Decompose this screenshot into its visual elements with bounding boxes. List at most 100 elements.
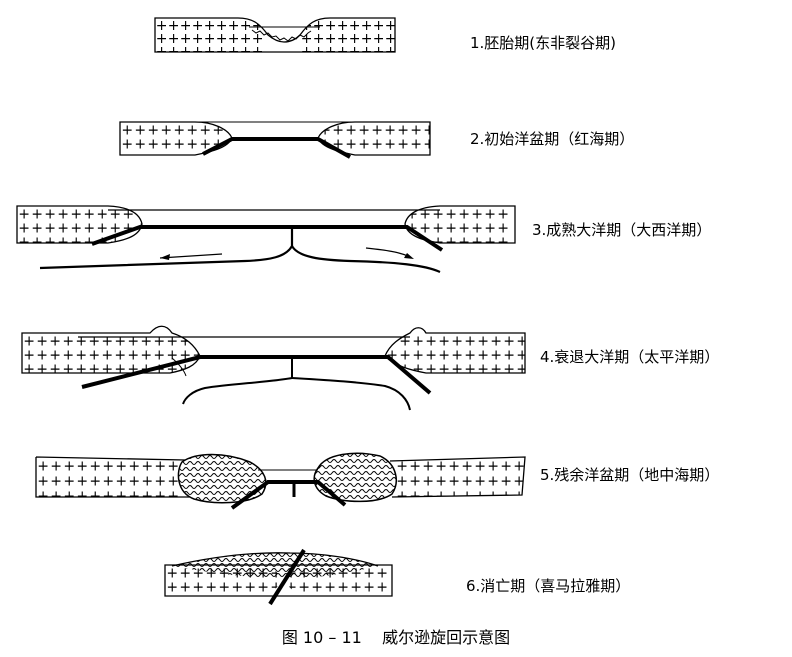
crust-plus-mark: +	[490, 334, 502, 350]
crust-plus-mark: +	[350, 580, 362, 596]
stage-2-continental-crust-left: ++++++++++++++++++	[121, 123, 232, 153]
crust-plus-mark: +	[228, 18, 240, 34]
crust-plus-mark: +	[325, 44, 337, 60]
crust-plus-mark: +	[62, 348, 74, 364]
crust-plus-mark: +	[371, 137, 383, 153]
crust-plus-mark: +	[396, 473, 408, 489]
crust-plus-mark: +	[337, 31, 349, 47]
stage-4-trench-arc	[171, 357, 187, 377]
stage-3-continental-crust-right: ++++++++++++++++++++++++	[406, 207, 509, 251]
stage-5-continental-crust-left: +++++++++++++++++++++++++++++++++	[37, 458, 179, 504]
crust-plus-mark: +	[88, 348, 100, 364]
crust-plus-mark: +	[358, 137, 370, 153]
crust-plus-mark: +	[240, 18, 252, 34]
crust-plus-mark: +	[156, 18, 168, 34]
fold-squiggle	[172, 558, 378, 562]
crust-plus-mark: +	[114, 348, 126, 364]
crust-plus-mark: +	[49, 362, 61, 378]
crust-plus-mark: +	[218, 580, 230, 596]
crust-plus-mark: +	[147, 123, 159, 139]
crust-plus-mark: +	[179, 348, 191, 364]
stage-2-initial-ocean-diagram: ++++++++++++++++++ ++++++++++++++++++	[119, 121, 435, 159]
crust-plus-mark: +	[109, 235, 121, 251]
crust-plus-mark: +	[448, 473, 460, 489]
crust-plus-mark: +	[337, 566, 349, 582]
crust-plus-mark: +	[44, 221, 56, 237]
crust-plus-mark: +	[385, 18, 397, 34]
stage-4-continental-crust-right: +++++++++++++++++++++++++++++++++	[386, 334, 528, 373]
crust-plus-mark: +	[516, 334, 528, 350]
crust-plus-mark: +	[49, 348, 61, 364]
crust-plus-mark: +	[270, 566, 282, 582]
crust-plus-mark: +	[337, 580, 349, 596]
stage-6-closure-diagram: ++++++++++++++++++ ++++++++++++++++	[164, 548, 393, 606]
crust-plus-mark: +	[490, 348, 502, 364]
crust-plus-mark: +	[350, 566, 362, 582]
crust-plus-mark: +	[199, 137, 211, 153]
fold-squiggle	[314, 465, 397, 469]
crust-plus-mark: +	[471, 207, 483, 223]
crust-plus-mark: +	[101, 334, 113, 350]
crust-plus-mark: +	[37, 488, 49, 504]
stage-3-convection-arrow-left	[159, 253, 223, 260]
crust-plus-mark: +	[121, 123, 133, 139]
stage-5-crust-left-outline	[35, 456, 190, 498]
crust-plus-mark: +	[135, 221, 147, 237]
crust-plus-mark: +	[240, 31, 252, 47]
crust-plus-mark: +	[76, 458, 88, 474]
stage-1-crust-outline	[154, 17, 396, 53]
crust-plus-mark: +	[361, 18, 373, 34]
crust-plus-mark: +	[83, 207, 95, 223]
stage-3-mantle-convection-line-right	[291, 245, 441, 274]
crust-plus-mark: +	[332, 123, 344, 139]
crust-plus-mark: +	[192, 348, 204, 364]
crust-plus-mark: +	[422, 488, 434, 504]
crust-plus-mark: +	[96, 235, 108, 251]
crust-plus-mark: +	[487, 473, 499, 489]
crust-plus-mark: +	[153, 362, 165, 378]
crust-plus-mark: +	[432, 207, 444, 223]
crust-plus-mark: +	[397, 137, 409, 153]
crust-plus-mark: +	[192, 18, 204, 34]
fold-squiggle	[172, 553, 378, 557]
crust-plus-mark: +	[361, 44, 373, 60]
crust-plus-mark: +	[363, 580, 375, 596]
fold-squiggle	[314, 459, 397, 463]
crust-plus-mark: +	[484, 207, 496, 223]
crust-plus-mark: +	[423, 123, 435, 139]
crust-plus-mark: +	[186, 123, 198, 139]
crust-plus-mark: +	[154, 488, 166, 504]
crust-plus-mark: +	[147, 137, 159, 153]
crust-plus-mark: +	[409, 488, 421, 504]
stage-3-continental-crust-left: ++++++++++++++++++++++++++++++	[18, 207, 147, 251]
crust-plus-mark: +	[435, 488, 447, 504]
crust-plus-mark: +	[63, 473, 75, 489]
crust-plus-mark: +	[180, 31, 192, 47]
crust-plus-mark: +	[384, 137, 396, 153]
crust-plus-mark: +	[500, 488, 512, 504]
crust-plus-mark: +	[141, 458, 153, 474]
crust-plus-mark: +	[101, 348, 113, 364]
crust-plus-mark: +	[156, 31, 168, 47]
crust-plus-mark: +	[88, 334, 100, 350]
crust-plus-mark: +	[216, 31, 228, 47]
crust-plus-mark: +	[212, 123, 224, 139]
crust-plus-mark: +	[399, 348, 411, 364]
crust-plus-mark: +	[396, 488, 408, 504]
crust-plus-mark: +	[384, 123, 396, 139]
crust-plus-mark: +	[23, 362, 35, 378]
crust-plus-mark: +	[160, 137, 172, 153]
crust-plus-mark: +	[458, 235, 470, 251]
crust-plus-mark: +	[50, 473, 62, 489]
crust-plus-mark: +	[62, 334, 74, 350]
crust-plus-mark: +	[313, 18, 325, 34]
crust-plus-mark: +	[435, 473, 447, 489]
crust-plus-mark: +	[18, 221, 30, 237]
crust-plus-mark: +	[76, 488, 88, 504]
crust-plus-mark: +	[409, 473, 421, 489]
crust-plus-mark: +	[18, 207, 30, 223]
stage-4-mantle-line-right	[291, 377, 411, 411]
crust-plus-mark: +	[102, 458, 114, 474]
crust-plus-mark: +	[337, 18, 349, 34]
